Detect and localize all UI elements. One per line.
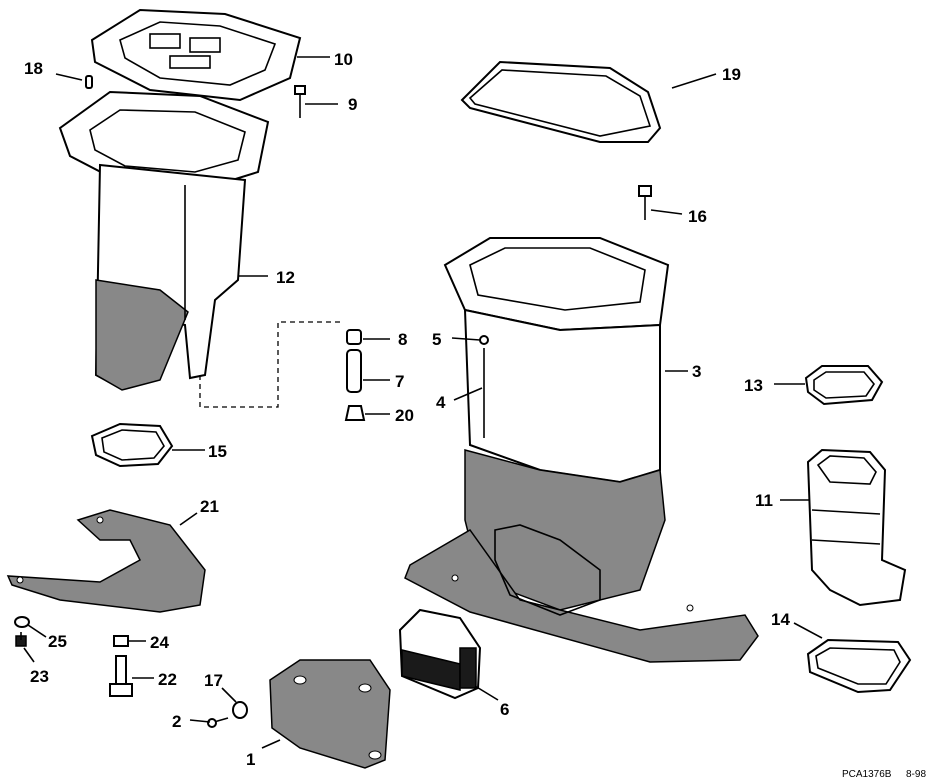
part-17-washer — [232, 701, 248, 719]
callout-22: 22 — [158, 670, 177, 689]
callout-18: 18 — [24, 59, 43, 78]
part-16-screw — [638, 185, 652, 220]
callout-8: 8 — [398, 330, 407, 349]
part-14-seal — [806, 638, 912, 694]
dashed-connector — [199, 321, 340, 408]
callout-13: 13 — [744, 376, 763, 395]
callout-6: 6 — [500, 700, 509, 719]
part-6-mount — [398, 608, 482, 700]
part-25-washer — [14, 616, 30, 628]
callout-25: 25 — [48, 632, 67, 651]
part-20-seal — [344, 405, 366, 421]
callout-24: 24 — [150, 633, 169, 652]
part-5-clip — [479, 335, 489, 345]
part-1-cover — [269, 659, 391, 769]
part-2-screw — [207, 717, 229, 728]
callout-1: 1 — [246, 750, 255, 769]
part-23-bolt — [15, 632, 27, 647]
callout-9: 9 — [348, 95, 357, 114]
callout-12: 12 — [276, 268, 295, 287]
callout-4: 4 — [436, 393, 446, 412]
callout-15: 15 — [208, 442, 227, 461]
drawing-code: PCA1376B — [842, 769, 892, 780]
part-19-seal — [460, 60, 662, 143]
part-22-bolt — [109, 655, 133, 697]
callout-17: 17 — [204, 671, 223, 690]
part-24-nut — [113, 635, 129, 647]
part-15-seal — [90, 422, 174, 468]
part-11-tube — [806, 448, 907, 607]
part-13-seal — [804, 365, 884, 406]
part-7-tube — [346, 349, 362, 393]
drawing-date: 8-98 — [906, 769, 926, 780]
callout-14: 14 — [771, 610, 790, 629]
callout-11: 11 — [755, 491, 773, 510]
callout-labels: 1 2 3 4 5 6 7 8 9 10 11 12 13 14 15 16 1… — [24, 50, 790, 769]
part-3-housing — [404, 237, 759, 663]
part-8-grommet — [346, 329, 362, 345]
callout-19: 19 — [722, 65, 741, 84]
part-10-gasket — [90, 8, 302, 102]
callout-16: 16 — [688, 207, 707, 226]
callout-2: 2 — [172, 712, 181, 731]
part-12-exhaust-housing — [58, 90, 270, 391]
part-18-dowel — [85, 75, 93, 89]
callout-7: 7 — [395, 372, 404, 391]
part-9-screw — [294, 85, 306, 118]
leader-lines — [23, 56, 823, 749]
callout-20: 20 — [395, 406, 414, 425]
callout-21: 21 — [200, 497, 219, 516]
callout-10: 10 — [334, 50, 353, 69]
callout-3: 3 — [692, 362, 701, 381]
callout-5: 5 — [432, 330, 441, 349]
callout-23: 23 — [30, 667, 49, 686]
part-21-plate — [6, 509, 206, 613]
